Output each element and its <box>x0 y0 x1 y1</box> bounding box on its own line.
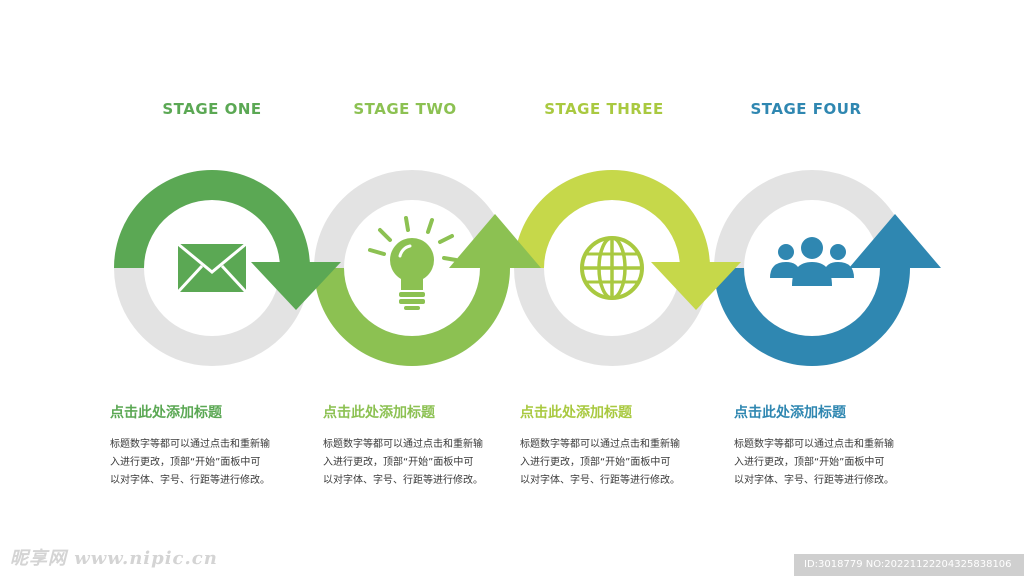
stage-two-title: STAGE TWO <box>353 100 457 118</box>
description-line: 以对字体、字号、行距等进行修改。 <box>734 475 894 486</box>
description-line: 以对字体、字号、行距等进行修改。 <box>110 475 270 486</box>
stage-two-heading: 点击此处添加标题 <box>323 405 435 421</box>
description-line: 标题数字等都可以通过点击和重新输 <box>110 439 270 450</box>
description-line: 标题数字等都可以通过点击和重新输 <box>323 439 483 450</box>
lightbulb-ray <box>378 228 392 242</box>
lightbulb-ray <box>438 234 454 244</box>
stage-one-heading: 点击此处添加标题 <box>110 405 222 421</box>
stage-three-description: 标题数字等都可以通过点击和重新输 入进行更改，顶部“开始”面板中可 以对字体、字… <box>520 436 730 490</box>
description-line: 入进行更改，顶部“开始”面板中可 <box>110 457 261 468</box>
lightbulb-base <box>404 306 420 310</box>
stage-four-arrowhead <box>849 214 941 268</box>
envelope-flap <box>177 242 247 274</box>
stage-two-description: 标题数字等都可以通过点击和重新输 入进行更改，顶部“开始”面板中可 以对字体、字… <box>323 436 533 490</box>
stage-three-heading: 点击此处添加标题 <box>520 405 632 421</box>
description-line: 标题数字等都可以通过点击和重新输 <box>520 439 680 450</box>
description-line: 以对字体、字号、行距等进行修改。 <box>323 475 483 486</box>
description-line: 以对字体、字号、行距等进行修改。 <box>520 475 680 486</box>
stage-two-arrowhead <box>449 214 541 268</box>
description-line: 入进行更改，顶部“开始”面板中可 <box>323 457 474 468</box>
envelope-fold <box>176 264 204 294</box>
stage-four-heading: 点击此处添加标题 <box>734 405 846 421</box>
person-body <box>824 262 854 278</box>
stage-one-arrowhead <box>251 262 341 310</box>
watermark: 昵享网 www.nipic.cn <box>10 548 218 569</box>
person-body <box>792 262 832 286</box>
team-icon <box>778 244 794 260</box>
stage-three-arrowhead <box>651 262 741 310</box>
envelope-fold <box>220 264 248 294</box>
image-id-bar: ID:3018779 NO:20221122204325838106 <box>794 554 1024 576</box>
lightbulb-ray <box>368 248 386 256</box>
stage-four-arc <box>714 268 910 366</box>
lightbulb-shine <box>398 244 412 258</box>
stage-four-title: STAGE FOUR <box>750 100 862 118</box>
lightbulb-ray <box>426 218 434 234</box>
stage-two-arc <box>314 268 510 366</box>
person-head <box>801 237 823 259</box>
description-line: 入进行更改，顶部“开始”面板中可 <box>520 457 671 468</box>
description-line: 标题数字等都可以通过点击和重新输 <box>734 439 894 450</box>
lightbulb-neck <box>401 278 423 290</box>
lightbulb-icon <box>390 238 434 282</box>
lightbulb-base <box>399 292 425 297</box>
stage-four-description: 标题数字等都可以通过点击和重新输 入进行更改，顶部“开始”面板中可 以对字体、字… <box>734 436 944 490</box>
lightbulb-base <box>399 299 425 304</box>
person-head <box>830 244 846 260</box>
lightbulb-ray <box>404 216 410 232</box>
person-body <box>770 262 800 278</box>
stage-three-title: STAGE THREE <box>544 100 664 118</box>
stage-one-description: 标题数字等都可以通过点击和重新输 入进行更改，顶部“开始”面板中可 以对字体、字… <box>110 436 320 490</box>
lightbulb-ray <box>442 256 458 262</box>
stage-one-title: STAGE ONE <box>162 100 262 118</box>
stage-three-arc <box>514 170 710 268</box>
description-line: 入进行更改，顶部“开始”面板中可 <box>734 457 885 468</box>
stage-one-arc <box>114 170 310 268</box>
